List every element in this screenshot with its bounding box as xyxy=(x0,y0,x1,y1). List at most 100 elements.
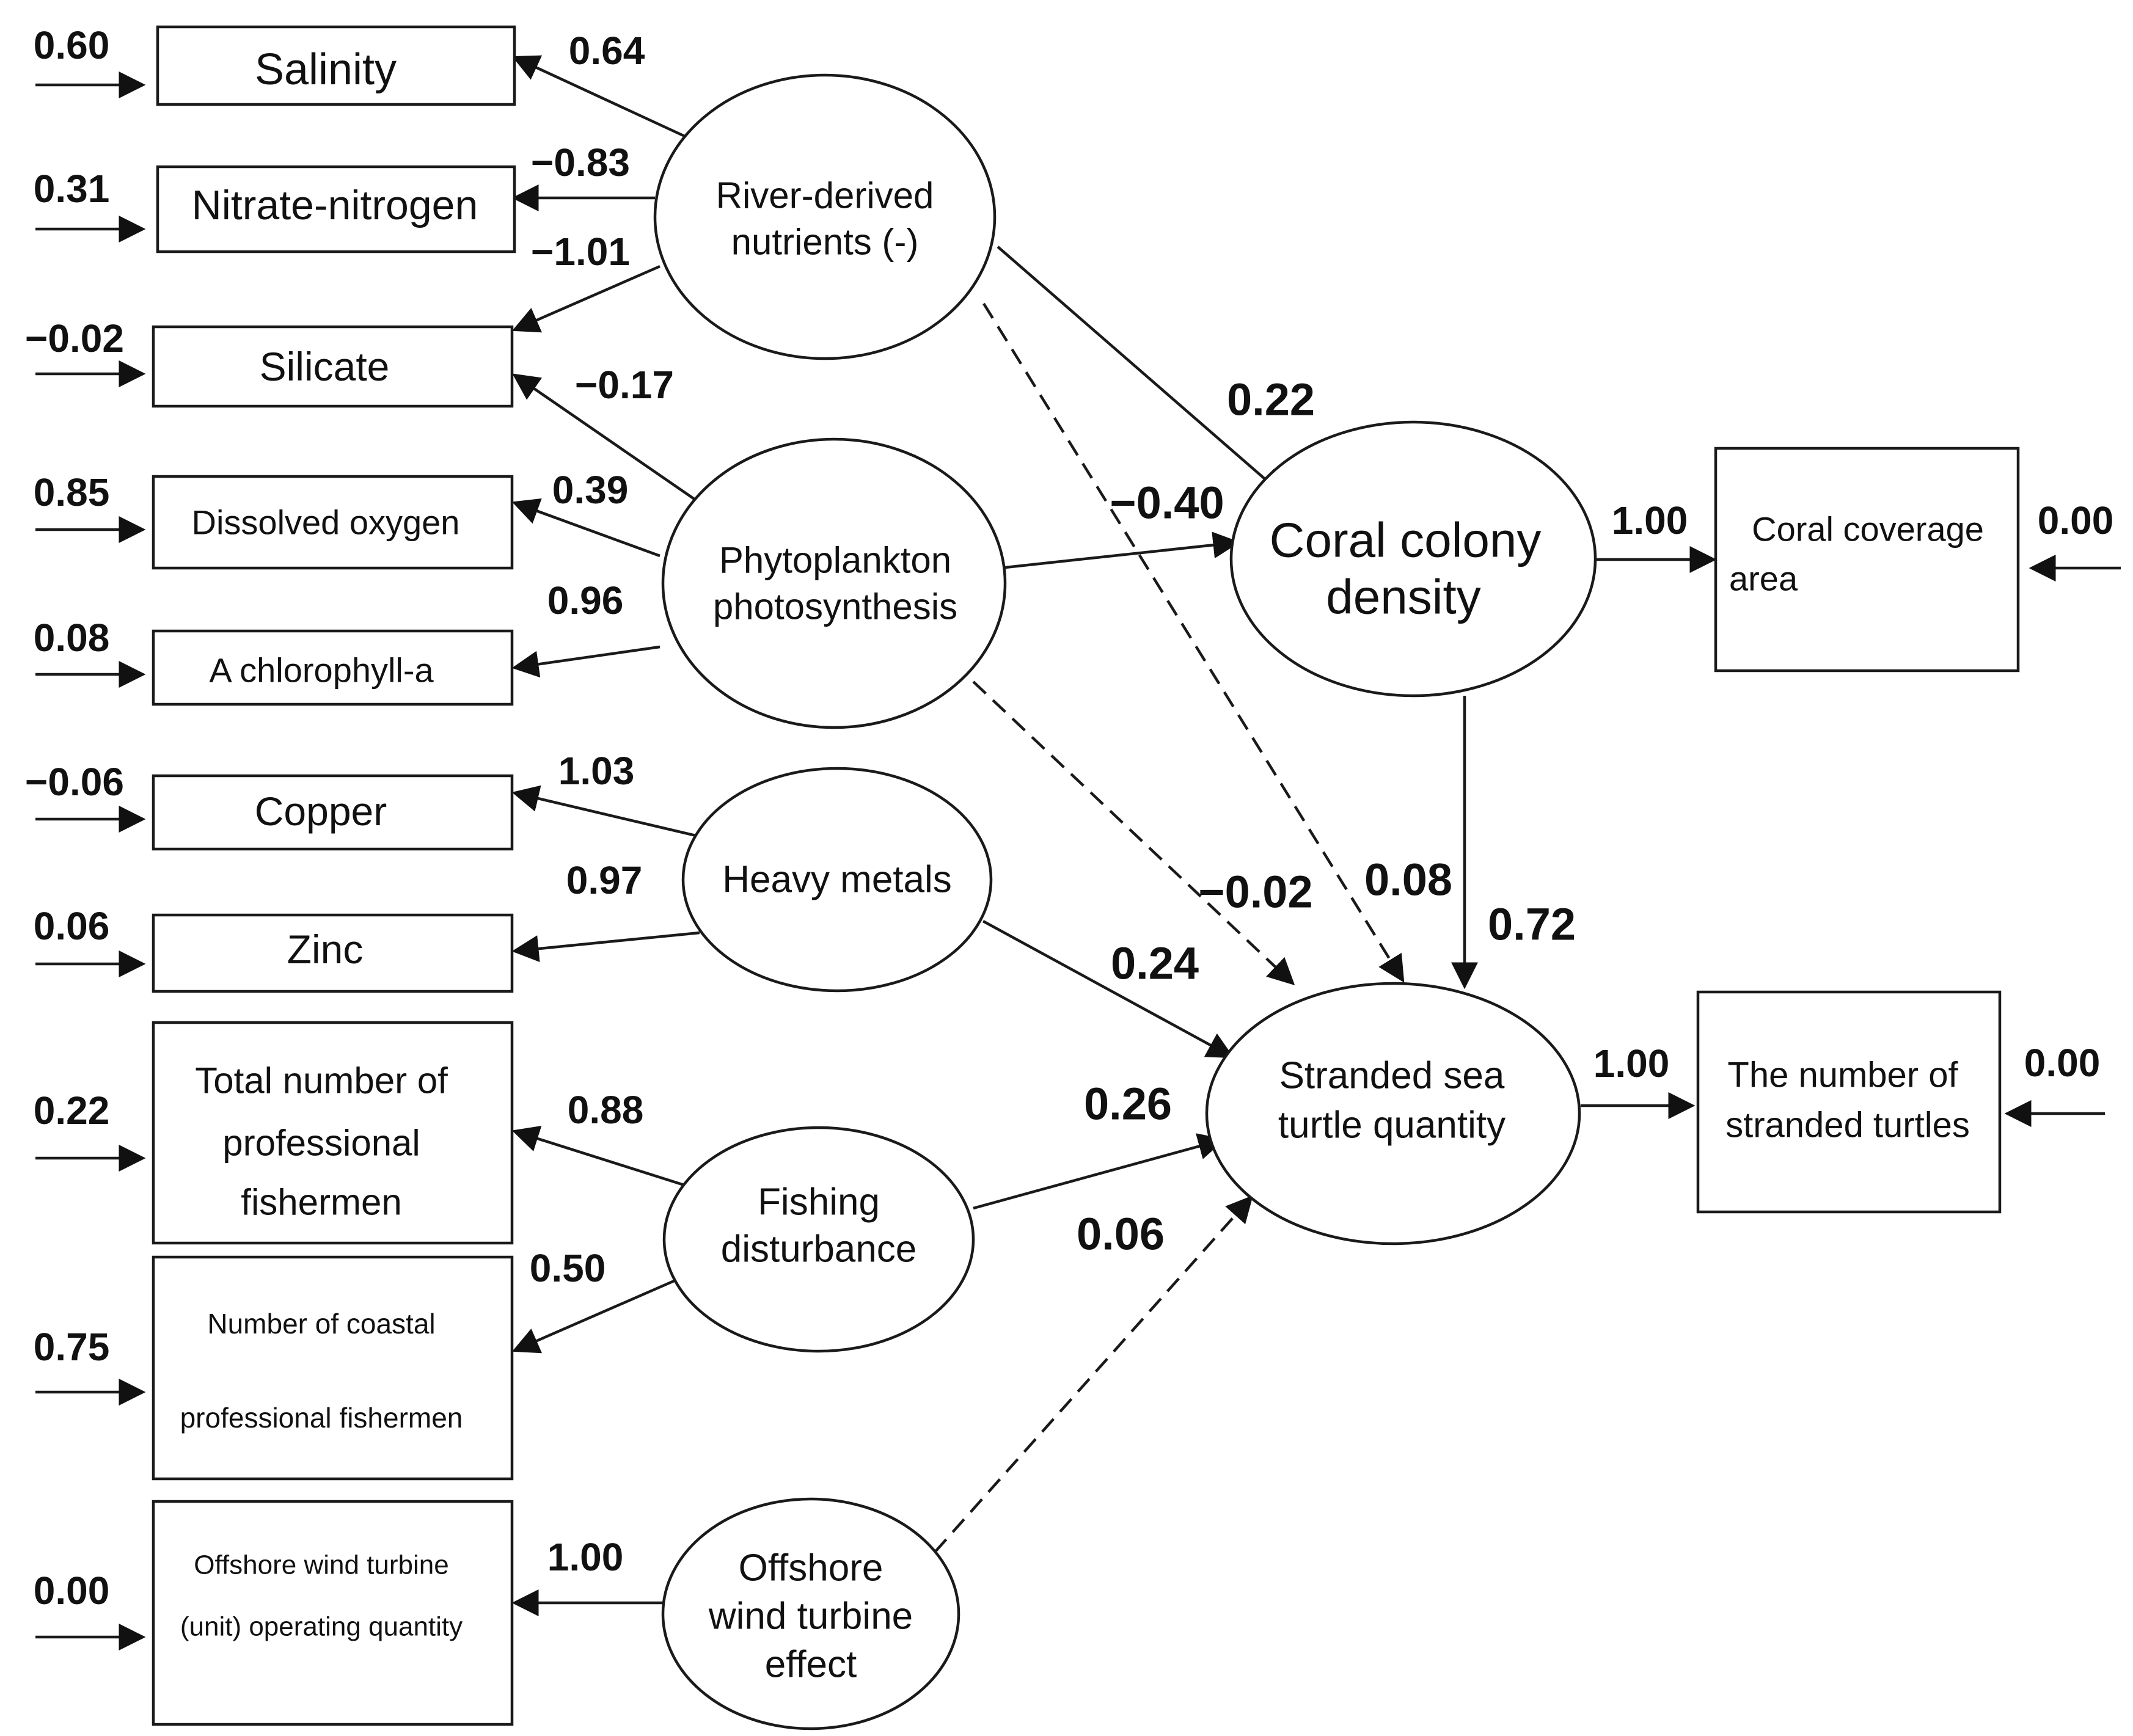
latent-turtle-line1: Stranded sea xyxy=(1279,1055,1505,1097)
loading-stranded-count: 1.00 xyxy=(1593,1041,1670,1085)
loading-arrow-fishing-coastal xyxy=(511,1273,689,1354)
edges xyxy=(35,55,2121,1650)
loading-salinity: 0.64 xyxy=(569,29,645,73)
loading-oxygen: 0.39 xyxy=(552,468,629,512)
path-arrow-phyto-coral xyxy=(1004,531,1240,569)
latent-metals-line1: Heavy metals xyxy=(722,859,952,901)
loading-labels: 0.64 −0.83 −1.01 −0.17 0.39 0.96 1.03 0.… xyxy=(530,29,1688,1579)
label-fishermen-total-line3: fishermen xyxy=(241,1182,401,1223)
coef-river-turtle: 0.08 xyxy=(1364,855,1452,905)
label-zinc: Zinc xyxy=(287,927,364,972)
loading-fishermen-total: 0.88 xyxy=(568,1088,644,1132)
loading-arrow-metals-copper xyxy=(511,785,709,841)
label-copper: Copper xyxy=(255,789,387,834)
loading-arrow-phyto-oxygen xyxy=(511,498,660,558)
loading-arrow-river-salinity xyxy=(512,55,688,139)
path-arrow-phyto-turtle xyxy=(972,680,1295,986)
latent-ellipses: River-derived nutrients (-) Phytoplankto… xyxy=(653,73,1597,1731)
loading-zinc: 0.97 xyxy=(566,858,643,902)
coef-wind-turtle: 0.06 xyxy=(1077,1209,1165,1260)
latent-turtle-line2: turtle quantity xyxy=(1278,1104,1506,1147)
box-fishermen-total: Total number of professional fishermen xyxy=(152,1021,514,1245)
loading-arrow-phyto-chlorophyll xyxy=(511,645,660,678)
box-silicate: Silicate xyxy=(152,325,514,408)
latent-coral: Coral colony density xyxy=(1229,420,1597,698)
latent-coral-line2: density xyxy=(1326,570,1480,624)
latent-fishing-line1: Fishing xyxy=(758,1181,880,1224)
label-fishermen-coastal-line2: professional fishermen xyxy=(180,1402,463,1434)
label-turbines-line1: Offshore wind turbine xyxy=(194,1550,448,1580)
coef-metals-turtle: 0.24 xyxy=(1111,938,1199,989)
loading-fishermen-coastal: 0.50 xyxy=(530,1246,606,1290)
coef-phyto-coral: −0.40 xyxy=(1110,478,1224,528)
error-fishermen-total: 0.22 xyxy=(34,1089,110,1132)
label-salinity: Salinity xyxy=(255,45,397,94)
path-arrow-river-coral xyxy=(997,246,1286,497)
loading-arrow-fishing-total xyxy=(511,1125,689,1188)
box-zinc: Zinc xyxy=(152,913,514,993)
coef-fishing-turtle: 0.26 xyxy=(1084,1079,1172,1129)
box-oxygen: Dissolved oxygen xyxy=(152,475,514,570)
box-copper: Copper xyxy=(152,774,514,851)
label-fishermen-coastal-line1: Number of coastal xyxy=(207,1308,435,1340)
label-coral-area-line1: Coral coverage xyxy=(1752,510,1984,549)
loading-silicate-phyto: −0.17 xyxy=(575,363,674,407)
loading-chlorophyll: 0.96 xyxy=(547,578,624,622)
box-nitrate: Nitrate-nitrogen xyxy=(156,165,516,253)
indicator-boxes: Salinity Nitrate-nitrogen Silicate Disso… xyxy=(152,25,2020,1726)
label-oxygen: Dissolved oxygen xyxy=(192,503,460,542)
label-coral-area-line2: area xyxy=(1729,560,1798,598)
error-zinc: 0.06 xyxy=(34,904,110,948)
latent-fishing-line2: disturbance xyxy=(721,1228,917,1271)
latent-coral-line1: Coral colony xyxy=(1270,513,1542,567)
latent-river-line2: nutrients (-) xyxy=(731,222,919,263)
latent-wind: Offshore wind turbine effect xyxy=(661,1497,960,1731)
latent-turtle: Stranded sea turtle quantity xyxy=(1205,982,1581,1245)
error-copper: −0.06 xyxy=(25,760,124,804)
loading-nitrate: −0.83 xyxy=(531,140,630,184)
latent-river-line1: River-derived xyxy=(716,175,934,216)
path-labels: 0.22 −0.40 0.08 −0.02 0.72 0.24 0.26 0.0… xyxy=(1077,374,1576,1260)
box-coral-area: Coral coverage area xyxy=(1714,447,2020,673)
loading-arrow-phyto-silicate xyxy=(512,373,703,505)
latent-phyto-line2: photosynthesis xyxy=(713,586,957,627)
path-arrow-metals-turtle xyxy=(982,920,1234,1059)
label-stranded-count-line1: The number of xyxy=(1727,1056,1958,1095)
error-salinity: 0.60 xyxy=(34,23,110,67)
label-chlorophyll: A chlorophyll-a xyxy=(209,651,434,690)
error-stranded-count: 0.00 xyxy=(2024,1041,2101,1085)
latent-wind-line1: Offshore xyxy=(739,1547,884,1589)
coef-coral-turtle: 0.72 xyxy=(1488,899,1576,950)
latent-metals: Heavy metals xyxy=(681,767,993,993)
box-chlorophyll: A chlorophyll-a xyxy=(152,629,514,706)
error-chlorophyll: 0.08 xyxy=(34,616,110,660)
loading-copper: 1.03 xyxy=(558,749,635,793)
coef-river-coral: 0.22 xyxy=(1227,374,1315,425)
latent-wind-line2: wind turbine xyxy=(708,1596,913,1638)
loading-arrow-river-silicate xyxy=(511,264,660,333)
error-turbines: 0.00 xyxy=(34,1569,110,1613)
error-labels: 0.60 0.31 −0.02 0.85 0.08 −0.06 0.06 0.2… xyxy=(25,23,2113,1613)
latent-wind-line3: effect xyxy=(765,1644,857,1686)
box-turbines: Offshore wind turbine (unit) operating q… xyxy=(152,1500,514,1726)
label-nitrate: Nitrate-nitrogen xyxy=(192,182,478,228)
latent-fishing: Fishing disturbance xyxy=(662,1126,975,1353)
label-turbines-line2: (unit) operating quantity xyxy=(180,1612,463,1642)
latent-phyto: Phytoplankton photosynthesis xyxy=(661,437,1007,729)
error-fishermen-coastal: 0.75 xyxy=(34,1325,110,1369)
loading-coral-area: 1.00 xyxy=(1612,498,1688,542)
box-stranded-count: The number of stranded turtles xyxy=(1696,990,2002,1214)
latent-river: River-derived nutrients (-) xyxy=(653,73,997,360)
coef-phyto-turtle: −0.02 xyxy=(1198,867,1312,917)
loading-silicate-river: −1.01 xyxy=(531,230,630,274)
error-oxygen: 0.85 xyxy=(34,470,110,514)
error-coral-area: 0.00 xyxy=(2038,498,2114,542)
label-fishermen-total-line1: Total number of xyxy=(195,1060,448,1101)
loading-turbines: 1.00 xyxy=(547,1535,624,1579)
label-fishermen-total-line2: professional xyxy=(222,1123,420,1164)
label-stranded-count-line2: stranded turtles xyxy=(1725,1106,1970,1145)
error-silicate: −0.02 xyxy=(25,316,124,360)
label-silicate: Silicate xyxy=(260,344,390,389)
latent-phyto-line1: Phytoplankton xyxy=(719,540,951,581)
